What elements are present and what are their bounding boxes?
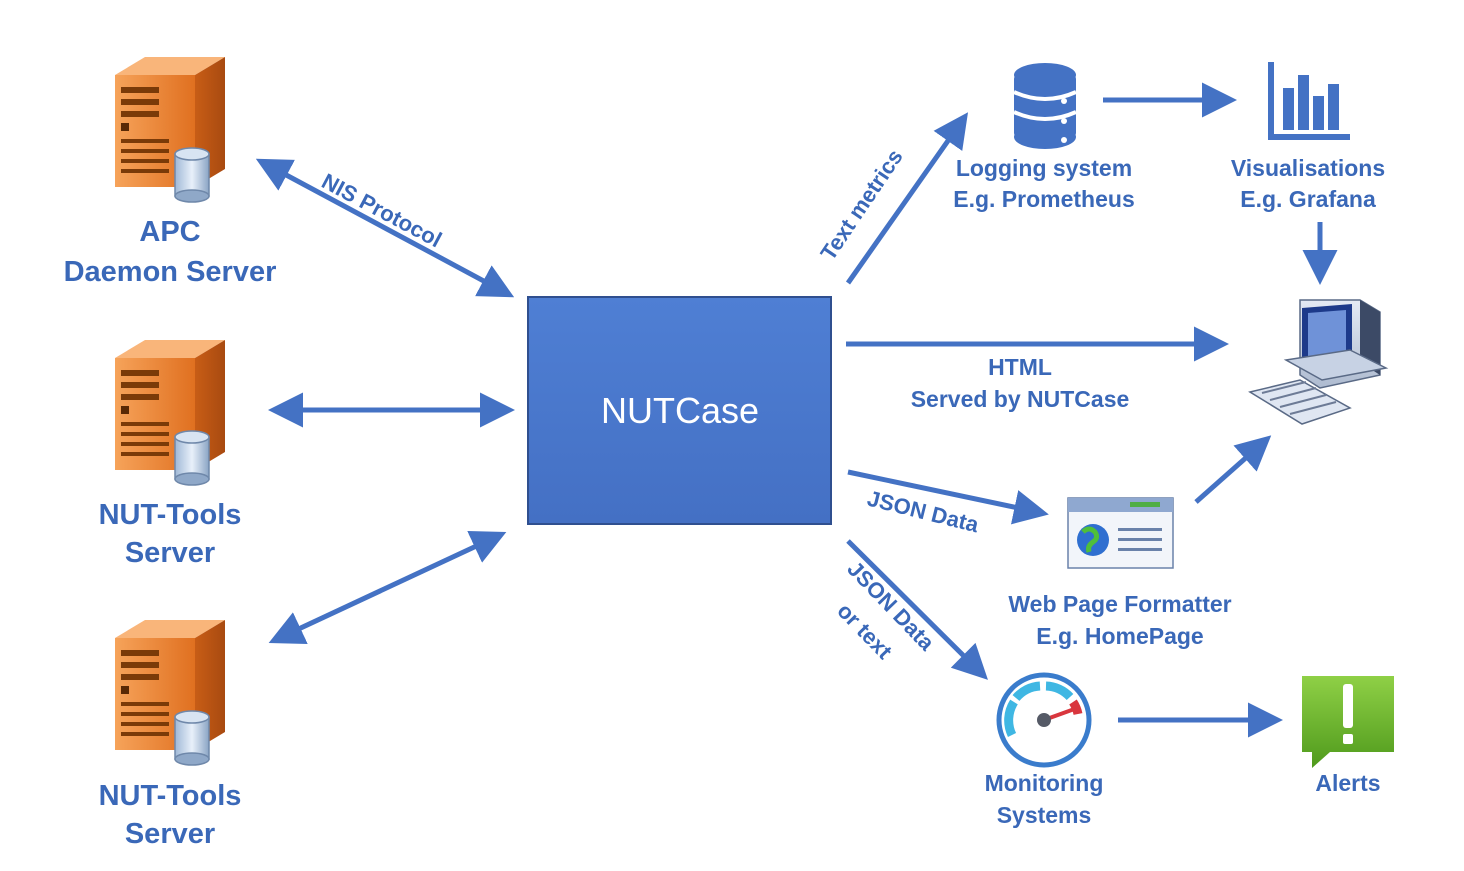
edge-label-html-line1: HTML bbox=[988, 354, 1052, 380]
server-icon bbox=[114, 619, 226, 766]
edge-label-html-line2: Served by NUTCase bbox=[911, 386, 1130, 412]
node-logging: Logging system E.g. Prometheus bbox=[953, 63, 1135, 212]
alerts-label: Alerts bbox=[1315, 770, 1380, 796]
nutcase-box: NUTCase bbox=[527, 296, 832, 525]
server-apc-line1: APC bbox=[139, 216, 200, 248]
edge-label-text-metrics: Text metrics bbox=[815, 145, 907, 265]
webpage-line1: Web Page Formatter bbox=[1008, 591, 1231, 617]
edge-label-nis: NIS Protocol bbox=[318, 168, 446, 252]
monitoring-line1: Monitoring bbox=[985, 770, 1104, 796]
node-webpage: Web Page Formatter E.g. HomePage bbox=[1008, 497, 1232, 649]
arrow-json-data bbox=[847, 469, 1049, 525]
webpage-line2: E.g. HomePage bbox=[1036, 623, 1203, 649]
node-monitoring: Monitoring Systems bbox=[985, 672, 1104, 828]
server-nut-tools-1: NUT-Tools Server bbox=[99, 339, 242, 569]
visualisations-line2: E.g. Grafana bbox=[1240, 186, 1376, 212]
computer-icon bbox=[1248, 299, 1389, 425]
bar-chart-icon bbox=[1268, 62, 1350, 140]
arrow-webpage-to-computer bbox=[1194, 435, 1272, 504]
database-icon bbox=[1013, 63, 1077, 149]
server-nut2-line2: Server bbox=[125, 818, 215, 850]
server-nut1-line1: NUT-Tools bbox=[99, 499, 242, 531]
logging-line1: Logging system bbox=[956, 155, 1132, 181]
gauge-icon bbox=[996, 672, 1092, 768]
web-page-icon bbox=[1067, 497, 1174, 569]
node-alerts: Alerts bbox=[1302, 676, 1394, 796]
arrow-nut-tools-2 bbox=[268, 530, 507, 645]
server-nut2-line1: NUT-Tools bbox=[99, 780, 242, 812]
server-apc: APC Daemon Server bbox=[64, 56, 277, 288]
logging-line2: E.g. Prometheus bbox=[953, 186, 1134, 212]
edge-label-json-data: JSON Data bbox=[865, 486, 982, 538]
alert-icon bbox=[1302, 676, 1394, 768]
nutcase-label: NUTCase bbox=[601, 390, 759, 431]
server-icon bbox=[114, 56, 226, 203]
server-nut1-line2: Server bbox=[125, 537, 215, 569]
server-apc-line2: Daemon Server bbox=[64, 256, 277, 288]
arrow-nis bbox=[255, 158, 515, 298]
arrow-json-or-text bbox=[846, 539, 988, 680]
server-nut-tools-2: NUT-Tools Server bbox=[99, 619, 242, 850]
server-icon bbox=[114, 339, 226, 486]
arrow-text-metrics bbox=[845, 112, 969, 285]
node-visualisations: Visualisations E.g. Grafana bbox=[1231, 62, 1385, 212]
monitoring-line2: Systems bbox=[997, 802, 1092, 828]
visualisations-line1: Visualisations bbox=[1231, 155, 1385, 181]
